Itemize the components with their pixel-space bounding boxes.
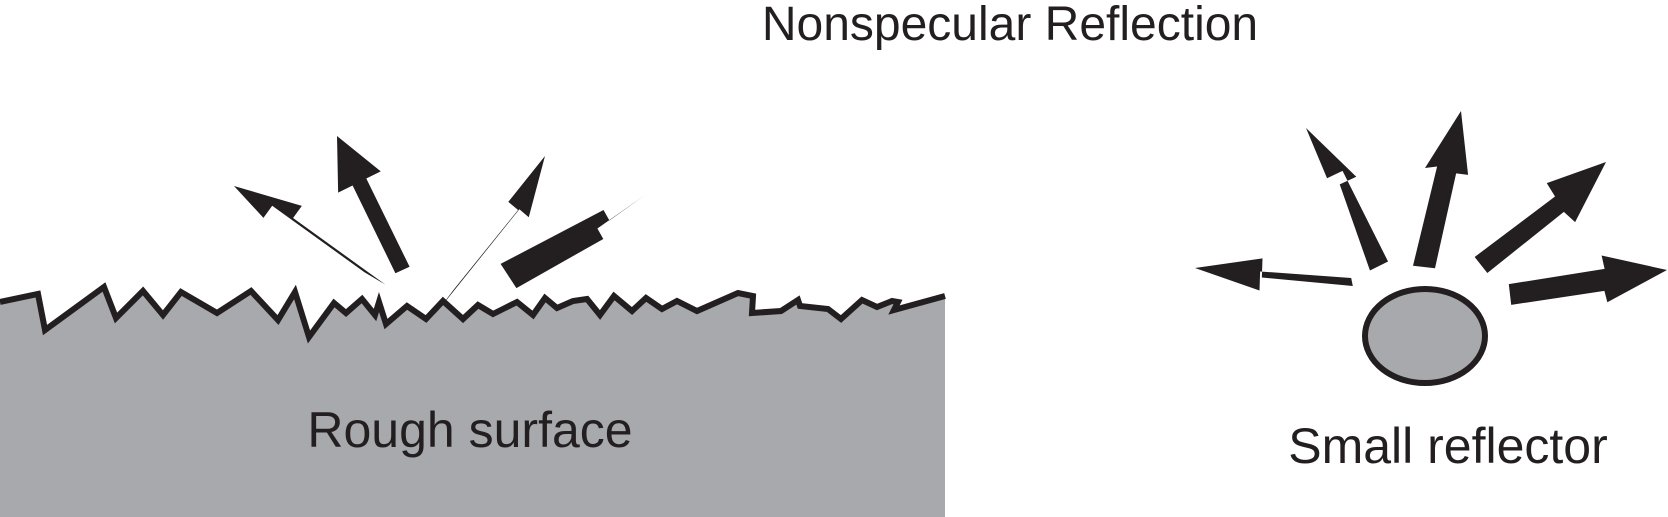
reflection-arrow-2 xyxy=(337,136,410,274)
reflector-arrow-1 xyxy=(1195,258,1353,291)
reflector-arrow-5 xyxy=(1508,255,1667,305)
reflector-arrow-2 xyxy=(1306,128,1389,271)
diagram-title: Nonspecular Reflection xyxy=(762,0,1258,51)
reflector-arrow-3 xyxy=(1413,111,1469,269)
reflection-arrow-1 xyxy=(234,186,386,285)
rough-surface-edge xyxy=(0,282,946,344)
reflector-arrow-4 xyxy=(1474,162,1606,274)
rough-surface-label: Rough surface xyxy=(307,402,632,458)
rough-surface-body xyxy=(0,287,945,517)
small-reflector: Small reflector xyxy=(1288,286,1608,474)
small-reflector-body xyxy=(1362,286,1488,386)
reflection-arrow-3 xyxy=(435,156,545,314)
small-reflector-reflected-arrows xyxy=(1195,111,1667,305)
rough-surface-reflected-arrows xyxy=(234,136,645,314)
rough-surface: Rough surface xyxy=(0,282,946,517)
reflection-arrow-4 xyxy=(500,195,645,289)
small-reflector-label: Small reflector xyxy=(1288,418,1608,474)
